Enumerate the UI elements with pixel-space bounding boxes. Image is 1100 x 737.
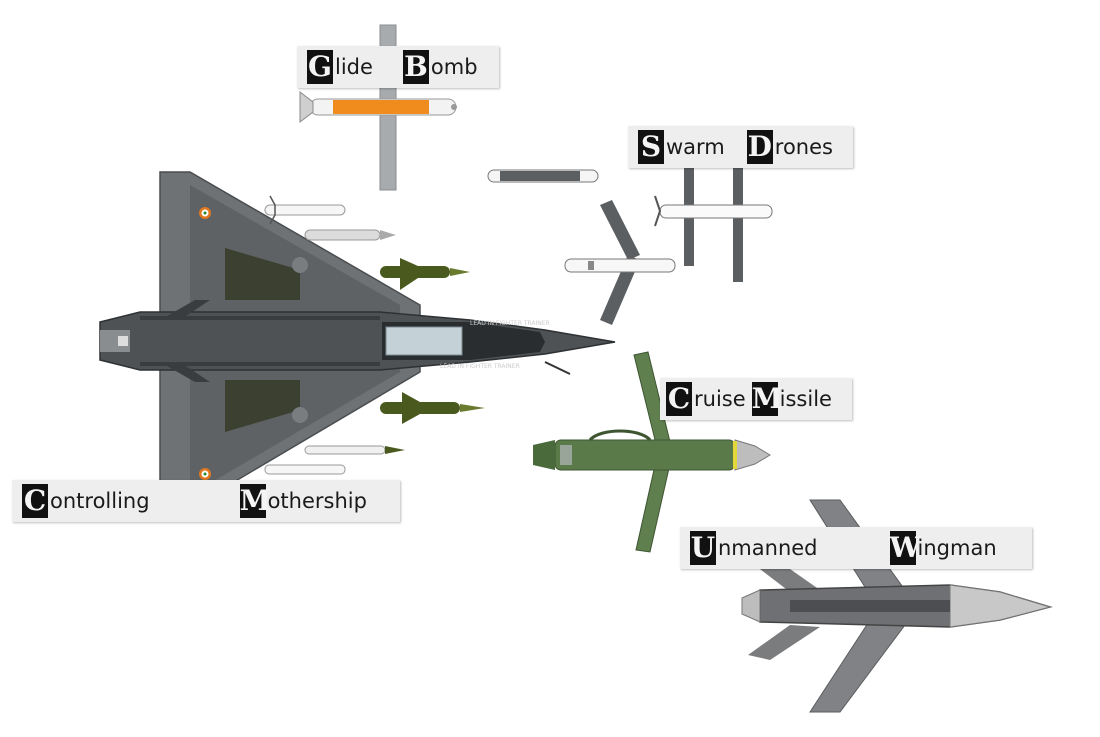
label-word-cruise: C ruise xyxy=(666,382,746,416)
initial-letter-w: W xyxy=(889,531,921,565)
initial-letter-d: D xyxy=(746,130,773,164)
canopy-text-top: LEAD IN FIGHTER TRAINER xyxy=(470,320,550,327)
initial-letter-s: S xyxy=(638,130,664,164)
initial-letter-c: C xyxy=(22,484,48,518)
unmanned-wingman-label: U nmanned W ingman xyxy=(680,527,1032,569)
cruise-missile-label: C ruise M issile xyxy=(660,378,852,420)
label-word-glide: G lide xyxy=(307,50,373,84)
mothership-aircraft: LEAD IN FIGHTER TRAINER LEAD IN FIGHTER … xyxy=(99,171,616,509)
swarm-drones-label: S warm D rones xyxy=(628,126,853,168)
label-word-controlling: C ontrolling xyxy=(22,484,150,518)
swarm-drones xyxy=(487,142,773,325)
canopy-text-bottom: LEAD IN FIGHTER TRAINER xyxy=(440,363,520,370)
label-word-swarm: S warm xyxy=(638,130,725,164)
mothership-ordnance-upper xyxy=(264,195,470,290)
unmanned-wingman xyxy=(741,499,1053,713)
label-word-bomb: B omb xyxy=(402,50,478,84)
label-word-drones: D rones xyxy=(746,130,833,164)
controlling-mothership-label: C ontrolling M othership xyxy=(12,480,400,522)
initial-letter-c: C xyxy=(666,382,692,416)
initial-letter-g: G xyxy=(307,50,333,84)
initial-letter-u: U xyxy=(690,531,716,565)
glide-bomb-label: G lide B omb xyxy=(297,46,499,88)
initial-letter-b: B xyxy=(402,50,429,84)
cruise-missile xyxy=(533,351,771,553)
label-word-missile: M issile xyxy=(751,382,832,416)
initial-letter-m: M xyxy=(239,484,271,518)
label-word-wingman: W ingman xyxy=(889,531,997,565)
initial-letter-m: M xyxy=(751,382,783,416)
label-word-mothership: M othership xyxy=(239,484,367,518)
label-word-unmanned: U nmanned xyxy=(690,531,818,565)
mothership-ordnance-lower xyxy=(264,392,485,475)
